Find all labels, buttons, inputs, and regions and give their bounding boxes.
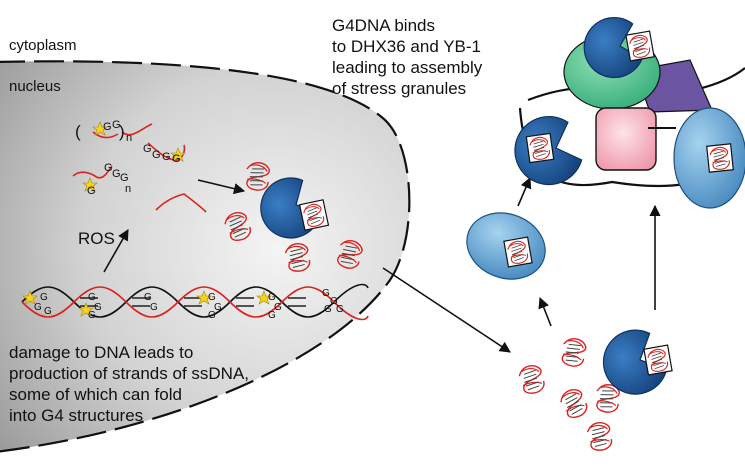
ros-label: ROS — [78, 229, 115, 248]
to-dhx36-arrow — [197, 179, 246, 195]
svg-text:G: G — [162, 151, 171, 163]
svg-text:G: G — [112, 168, 121, 180]
svg-text:G: G — [34, 302, 42, 313]
g-letters: G G G G G G G G G G — [87, 119, 181, 197]
svg-text:G: G — [172, 153, 181, 165]
svg-text:G: G — [268, 292, 276, 303]
g4-caption-line-3: leading to assembly — [332, 58, 483, 77]
up-arrow-left — [517, 176, 532, 207]
svg-text:G: G — [104, 162, 113, 174]
svg-text:G: G — [274, 302, 282, 313]
dhx36-in-granule-top — [583, 17, 655, 79]
nucleus-label: nucleus — [9, 78, 61, 95]
damage-caption: damage to DNA leads to production of str… — [9, 342, 249, 426]
damage-caption-line-1: damage to DNA leads to — [9, 343, 194, 362]
g4-caption-line-1: G4DNA binds — [332, 16, 435, 35]
yb1-in-granule-right — [673, 107, 745, 209]
svg-text:G: G — [330, 296, 338, 307]
dhx36-in-granule-left — [514, 115, 583, 186]
nucleus-region — [0, 60, 411, 453]
svg-text:G: G — [88, 292, 96, 303]
svg-text:G: G — [336, 304, 344, 315]
dhx36-protein-cytoplasm — [602, 329, 673, 395]
pink-protein — [595, 107, 657, 171]
svg-text:G: G — [324, 304, 332, 315]
stress-granule — [514, 17, 745, 209]
svg-text:G: G — [143, 143, 152, 155]
svg-text:(: ( — [75, 122, 81, 141]
star-markers — [82, 121, 186, 192]
svg-text:G: G — [144, 292, 152, 303]
svg-text:G: G — [40, 292, 48, 303]
svg-text:G: G — [268, 310, 276, 321]
damage-caption-line-4: into G4 structures — [9, 406, 144, 425]
svg-text:G: G — [44, 306, 52, 317]
svg-text:G: G — [214, 302, 222, 313]
damage-caption-line-2: production of strands of ssDNA, — [9, 364, 250, 383]
g4-caption-line-2: to DHX36 and YB-1 — [332, 37, 481, 56]
export-arrow — [382, 267, 511, 353]
svg-text:G: G — [322, 288, 330, 299]
g4-caption: G4DNA binds to DHX36 and YB-1 leading to… — [332, 15, 482, 99]
svg-text:G: G — [87, 185, 96, 197]
svg-text:G: G — [112, 119, 121, 131]
repeat-notation: ( ) n n — [75, 122, 132, 195]
svg-text:G: G — [94, 302, 102, 313]
svg-text:G: G — [88, 310, 96, 321]
svg-text:G: G — [150, 302, 158, 313]
svg-text:G: G — [120, 172, 129, 184]
svg-text:): ) — [119, 122, 125, 141]
svg-text:G: G — [103, 121, 112, 133]
ros-arrow — [103, 229, 129, 273]
svg-text:G: G — [152, 149, 161, 161]
svg-text:n: n — [125, 183, 131, 195]
svg-text:G: G — [208, 310, 216, 321]
svg-text:G: G — [208, 292, 216, 303]
damage-caption-line-3: some of which can fold — [9, 385, 182, 404]
dhx36-protein-nucleus — [260, 177, 330, 239]
g4-caption-line-4: of stress granules — [332, 79, 467, 98]
svg-text:n: n — [126, 132, 132, 144]
up-arrow-small — [538, 296, 552, 327]
cytoplasm-label: cytoplasm — [9, 37, 77, 54]
yb1-protein-single — [466, 212, 546, 280]
